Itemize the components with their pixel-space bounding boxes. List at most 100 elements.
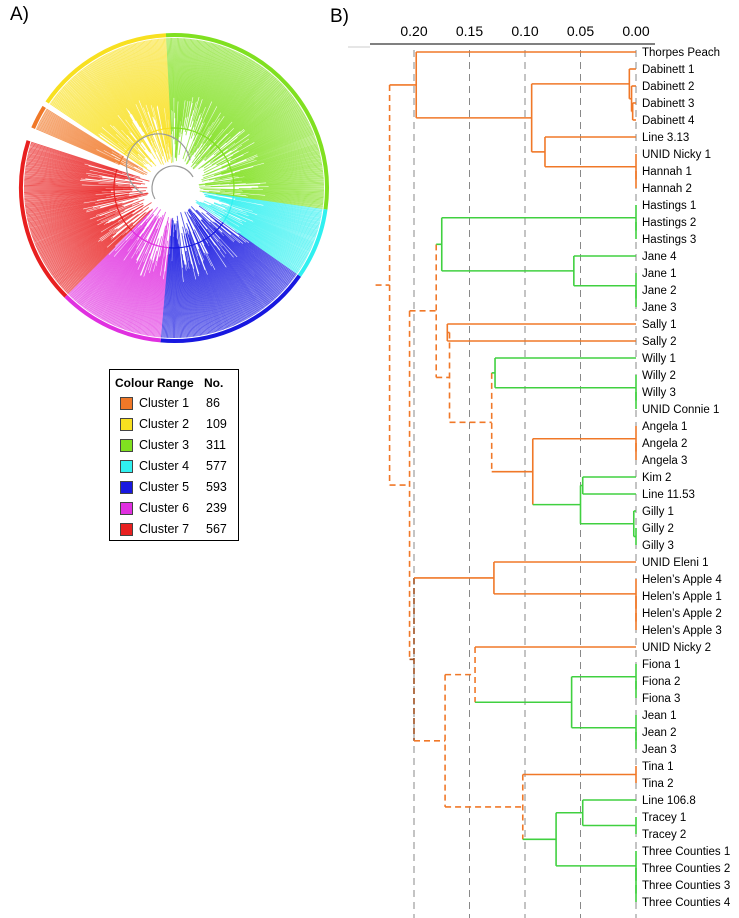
radial-branch	[116, 49, 163, 160]
radial-branch	[222, 245, 271, 304]
leaf-label: Willy 3	[642, 387, 676, 399]
radial-branch	[202, 61, 256, 144]
radial-branch	[26, 159, 135, 181]
radial-branch	[192, 57, 249, 156]
radial-branch	[150, 39, 171, 159]
radial-branch	[265, 194, 324, 201]
radial-branch	[195, 42, 213, 102]
radial-branch	[203, 188, 324, 196]
radial-branch	[205, 96, 294, 165]
radial-branch	[213, 227, 281, 294]
radial-branch	[25, 169, 100, 180]
radial-branch	[206, 228, 269, 306]
leaf-label: Hastings 2	[642, 217, 696, 229]
radial-branch	[229, 176, 324, 185]
radial-branch	[118, 228, 159, 328]
radial-branch	[219, 249, 264, 309]
radial-branch	[55, 95, 132, 156]
legend-swatch	[120, 460, 133, 473]
radial-branch	[168, 38, 172, 111]
radial-branch	[109, 261, 140, 324]
legend-header-count: No.	[204, 376, 224, 390]
radial-branch	[24, 174, 116, 184]
radial-branch	[51, 228, 118, 276]
radial-branch	[52, 240, 102, 277]
radial-branch	[216, 115, 306, 166]
radial-branch	[192, 43, 216, 122]
radial-branch	[68, 209, 153, 295]
radial-branch	[66, 82, 111, 126]
radial-branch	[207, 274, 229, 329]
leaf-label: Line 3.13	[642, 132, 689, 144]
radial-branch	[194, 53, 243, 147]
radial-branch	[214, 269, 242, 323]
radial-branch	[189, 208, 265, 308]
radial-branch	[240, 193, 324, 202]
panel-a-label: A)	[10, 4, 29, 25]
radial-branch	[24, 188, 123, 192]
radial-branch	[131, 272, 150, 333]
radial-branch	[198, 275, 215, 333]
radial-branch	[128, 270, 149, 332]
radial-branch	[26, 195, 130, 215]
radial-branch	[29, 211, 87, 229]
radial-branch	[107, 217, 160, 323]
radial-branch	[210, 224, 280, 295]
radial-branch	[262, 189, 324, 191]
radial-branch	[179, 38, 191, 137]
radial-branch	[152, 256, 165, 337]
radial-branch	[28, 207, 94, 224]
legend-swatch	[120, 502, 133, 515]
radial-branch	[256, 139, 317, 161]
radial-branch	[202, 261, 230, 328]
radial-branch	[185, 233, 213, 334]
radial-branch	[234, 159, 322, 177]
leaf-label: Jean 3	[642, 744, 677, 756]
radial-branch	[25, 166, 89, 176]
radial-branch	[28, 150, 116, 174]
radial-branch	[26, 160, 114, 178]
radial-branch	[220, 213, 306, 261]
radial-branch	[25, 199, 98, 212]
radial-branch	[241, 172, 324, 182]
radial-branch	[247, 195, 324, 206]
radial-branch	[204, 255, 238, 325]
radial-branch	[117, 214, 164, 328]
radial-branch	[238, 112, 305, 152]
radial-branch	[120, 275, 142, 329]
radial-branch	[233, 257, 273, 303]
radial-branch	[65, 225, 136, 293]
radial-branch	[58, 91, 146, 165]
radial-branch	[49, 238, 100, 274]
radial-branch	[158, 254, 168, 338]
radial-branch	[203, 111, 304, 172]
radial-branch	[238, 235, 295, 278]
radial-branch	[151, 222, 170, 337]
radial-branch	[61, 247, 108, 288]
radial-branch	[181, 39, 196, 135]
radial-branch	[25, 196, 107, 208]
radial-branch	[39, 119, 116, 159]
radial-branch	[241, 221, 309, 256]
legend-cluster-count: 109	[206, 417, 227, 431]
radial-hub-arc	[125, 133, 191, 195]
axis-tick-label: 0.00	[622, 23, 649, 39]
radial-branch	[28, 149, 89, 167]
leaf-label: UNID Nicky 2	[642, 642, 711, 654]
cluster-rim-arc	[165, 33, 329, 210]
radial-branch	[25, 167, 146, 185]
radial-branch	[28, 207, 101, 227]
cluster-inner-arc	[222, 196, 235, 223]
radial-branch	[242, 190, 324, 195]
radial-branch	[53, 214, 139, 278]
radial-branch	[193, 49, 233, 142]
radial-branch	[38, 123, 120, 163]
radial-branch	[27, 208, 84, 223]
radial-branch	[150, 275, 161, 337]
radial-branch	[188, 234, 221, 331]
radial-branch	[236, 256, 276, 299]
radial-branch	[140, 41, 169, 163]
radial-branch	[225, 208, 314, 245]
radial-branch	[28, 194, 148, 225]
radial-branch	[239, 149, 320, 172]
